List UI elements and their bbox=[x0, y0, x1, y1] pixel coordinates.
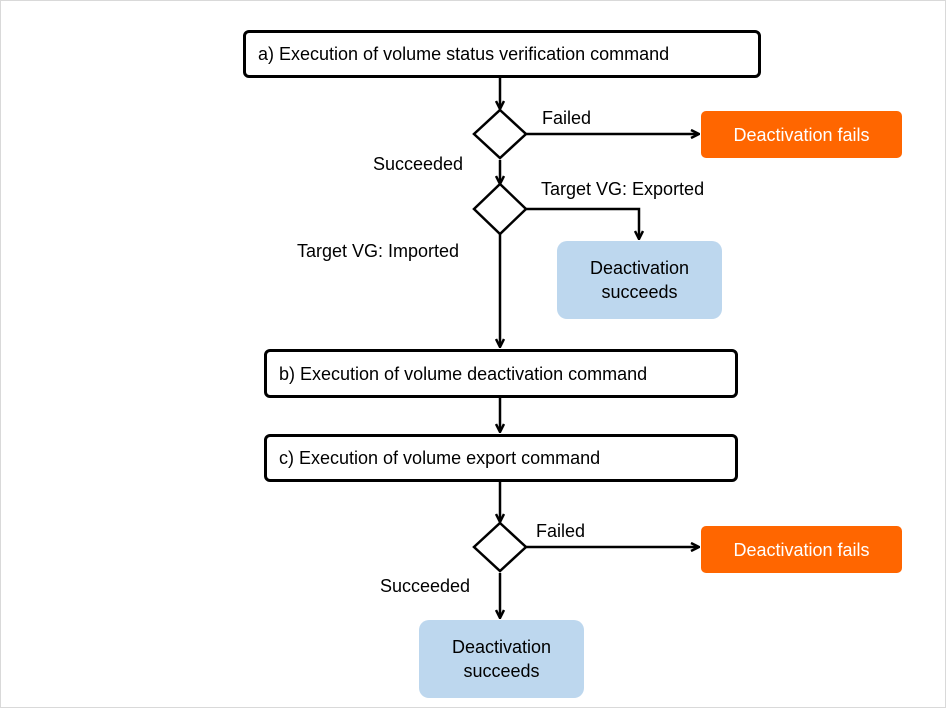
arrow-decision2-exported bbox=[526, 207, 639, 238]
branch-label-succeeded-1: Succeeded bbox=[373, 154, 464, 174]
branch-label-failed-1: Failed bbox=[542, 108, 592, 128]
decision-diamond-1 bbox=[472, 108, 528, 160]
success-line1: Deactivation bbox=[451, 637, 552, 657]
step-c-box: c) Execution of volume export command bbox=[264, 434, 738, 482]
step-b-box: b) Execution of volume deactivation comm… bbox=[264, 349, 738, 398]
fail-box-1: Deactivation fails bbox=[701, 111, 902, 158]
step-a-box: a) Execution of volume status verificati… bbox=[243, 30, 761, 78]
branch-label-succeeded-2: Succeeded bbox=[380, 576, 471, 596]
decision-diamond-2 bbox=[472, 182, 528, 236]
success-box-final: Deactivation succeeds bbox=[419, 620, 584, 698]
step-a-label: a) Execution of volume status verificati… bbox=[258, 44, 670, 64]
success-line2: succeeds bbox=[601, 282, 678, 302]
fail-label-1: Deactivation fails bbox=[733, 124, 870, 145]
success-line2: succeeds bbox=[463, 661, 540, 681]
decision-diamond-3 bbox=[472, 521, 528, 573]
branch-label-target-exported: Target VG: Exported bbox=[541, 179, 705, 199]
fail-label-2: Deactivation fails bbox=[733, 539, 870, 560]
success-box-exported: Deactivation succeeds bbox=[557, 241, 722, 319]
success-line1: Deactivation bbox=[589, 258, 690, 278]
step-b-label: b) Execution of volume deactivation comm… bbox=[279, 363, 648, 384]
branch-label-failed-2: Failed bbox=[536, 521, 586, 541]
step-c-label: c) Execution of volume export command bbox=[279, 448, 601, 468]
fail-box-2: Deactivation fails bbox=[701, 526, 902, 573]
branch-label-target-imported: Target VG: Imported bbox=[297, 241, 460, 261]
